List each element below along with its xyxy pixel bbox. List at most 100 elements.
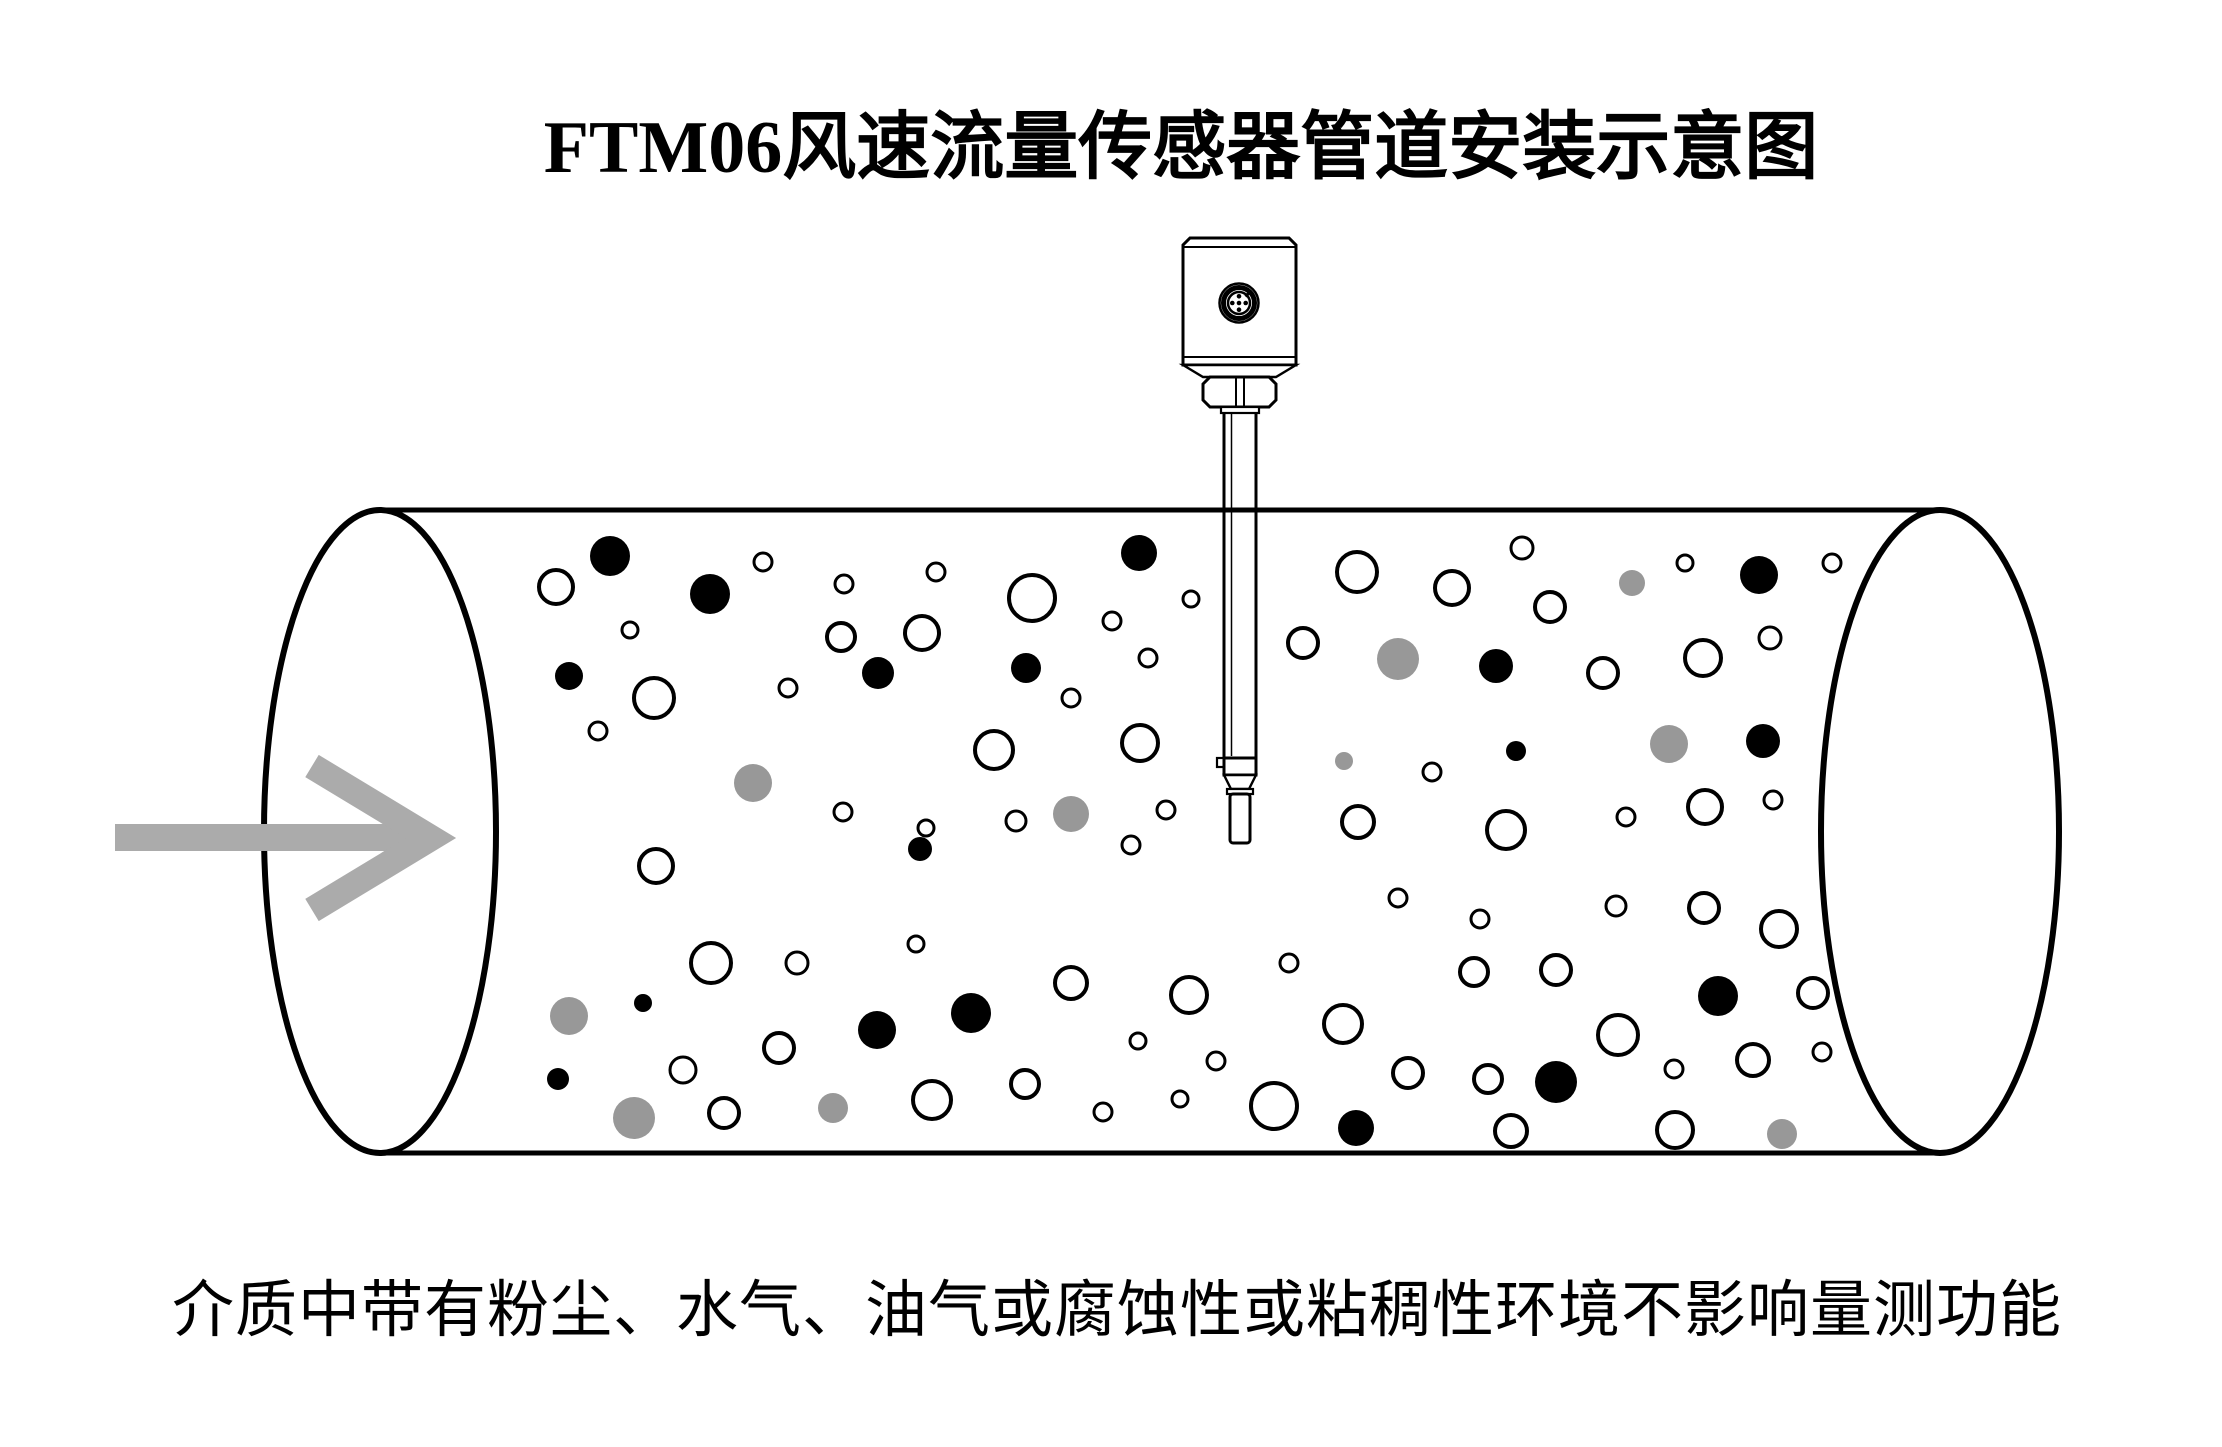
bubble-particle [1687, 891, 1721, 925]
housing-neck [1178, 363, 1301, 379]
bubble-particle [1433, 569, 1471, 607]
bubble-particle [707, 1096, 741, 1130]
bubble-particle [1421, 761, 1443, 783]
bubble-particle [1137, 647, 1159, 669]
flow-arrow-icon [115, 754, 457, 922]
pipe [261, 507, 2062, 1156]
bubble-particle [1796, 976, 1830, 1010]
bubble-particle [752, 551, 774, 573]
black-particle [1746, 724, 1780, 758]
bubble-particle [632, 676, 676, 720]
bubble-particle [1092, 1101, 1114, 1123]
gray-particle [1650, 725, 1688, 763]
bubble-particle [637, 847, 675, 885]
black-particle [862, 657, 894, 689]
bubble-particle [1053, 965, 1089, 1001]
bubble-particle [1811, 1041, 1833, 1063]
bubble-particle [1101, 610, 1123, 632]
sensor-probe-shaft [1222, 410, 1258, 760]
bubble-particle [668, 1055, 698, 1085]
bubble-particle [1596, 1013, 1640, 1057]
bubble-particle [825, 621, 857, 653]
black-particle [1338, 1110, 1374, 1146]
bubble-particle [1155, 799, 1177, 821]
bubble-particle [1663, 1058, 1685, 1080]
bubble-particle [620, 620, 640, 640]
black-particle [1698, 976, 1738, 1016]
black-particle [858, 1011, 896, 1049]
gray-particle [734, 764, 772, 802]
bubble-particle [1762, 789, 1784, 811]
bubble-particle [1286, 626, 1320, 660]
bubble-particle [777, 677, 799, 699]
gray-particle [818, 1093, 848, 1123]
bubble-particle [1205, 1050, 1227, 1072]
black-particle [1121, 535, 1157, 571]
mounting-hex-nut [1201, 375, 1278, 409]
gray-particle [1377, 638, 1419, 680]
diagram-title: FTM06风速流量传感器管道安装示意图 [544, 107, 1818, 189]
pipe-right-opening [1818, 507, 2062, 1156]
probe-step [1222, 756, 1258, 777]
bubble-particle [1120, 834, 1142, 856]
bubble-particle [1821, 552, 1843, 574]
bubble-particle [1249, 1081, 1299, 1131]
bubble-particle [587, 720, 609, 742]
m12-connector-icon [1218, 282, 1260, 324]
bubble-particle [1735, 1042, 1771, 1078]
bubble-particle [1387, 887, 1409, 909]
black-particle [1740, 556, 1778, 594]
bubble-particle [1604, 894, 1628, 918]
bubble-particle [1181, 589, 1201, 609]
bubble-particle [1170, 1089, 1190, 1109]
connector-pins [1230, 294, 1248, 313]
black-particle [1479, 649, 1513, 683]
bubble-particle [906, 934, 926, 954]
flow-sensor [1178, 236, 1301, 845]
bubble-particle [1340, 804, 1376, 840]
bubble-particle [1169, 975, 1209, 1015]
bubble-particle [1060, 687, 1082, 709]
bubble-particle [1472, 1063, 1504, 1095]
nut-flange [1219, 405, 1261, 415]
gray-particle [1619, 570, 1645, 596]
bubble-particle [832, 801, 854, 823]
bubble-particle [903, 614, 941, 652]
black-particle [908, 837, 932, 861]
bubble-particle [1539, 953, 1573, 987]
black-particle [590, 536, 630, 576]
bubble-particle [1615, 806, 1637, 828]
bubble-particle [1335, 550, 1379, 594]
bubble-particle [1759, 909, 1799, 949]
bubble-particle [537, 568, 575, 606]
black-particle [1506, 741, 1526, 761]
bubble-particle [1509, 535, 1535, 561]
bubble-particle [1469, 908, 1491, 930]
bubble-particle [973, 729, 1015, 771]
bubble-particle [1655, 1110, 1695, 1150]
bubble-particle [1458, 956, 1490, 988]
bubble-particle [784, 950, 810, 976]
bubble-particle [1675, 553, 1695, 573]
bubble-particle [1128, 1031, 1148, 1051]
bubble-particle [689, 941, 733, 985]
diagram-caption: 介质中带有粉尘、水气、油气或腐蚀性或粘稠性环境不影响量测功能 [172, 1276, 2062, 1345]
probe-tip [1228, 792, 1252, 845]
gray-particle [1767, 1119, 1797, 1149]
gray-particle [1053, 796, 1089, 832]
bubble-particle [1485, 809, 1527, 851]
bubble-particle [1686, 788, 1724, 826]
black-particle [690, 574, 730, 614]
bubble-particle [1586, 656, 1620, 690]
bubble-particle [1007, 573, 1057, 623]
bubble-particle [1683, 638, 1723, 678]
gray-particle [1335, 752, 1353, 770]
bubble-particle [1120, 723, 1160, 763]
bubble-particle [925, 561, 947, 583]
bubble-particle [911, 1079, 953, 1121]
black-particle [1535, 1061, 1577, 1103]
bubble-particle [762, 1031, 796, 1065]
black-particle [547, 1068, 569, 1090]
